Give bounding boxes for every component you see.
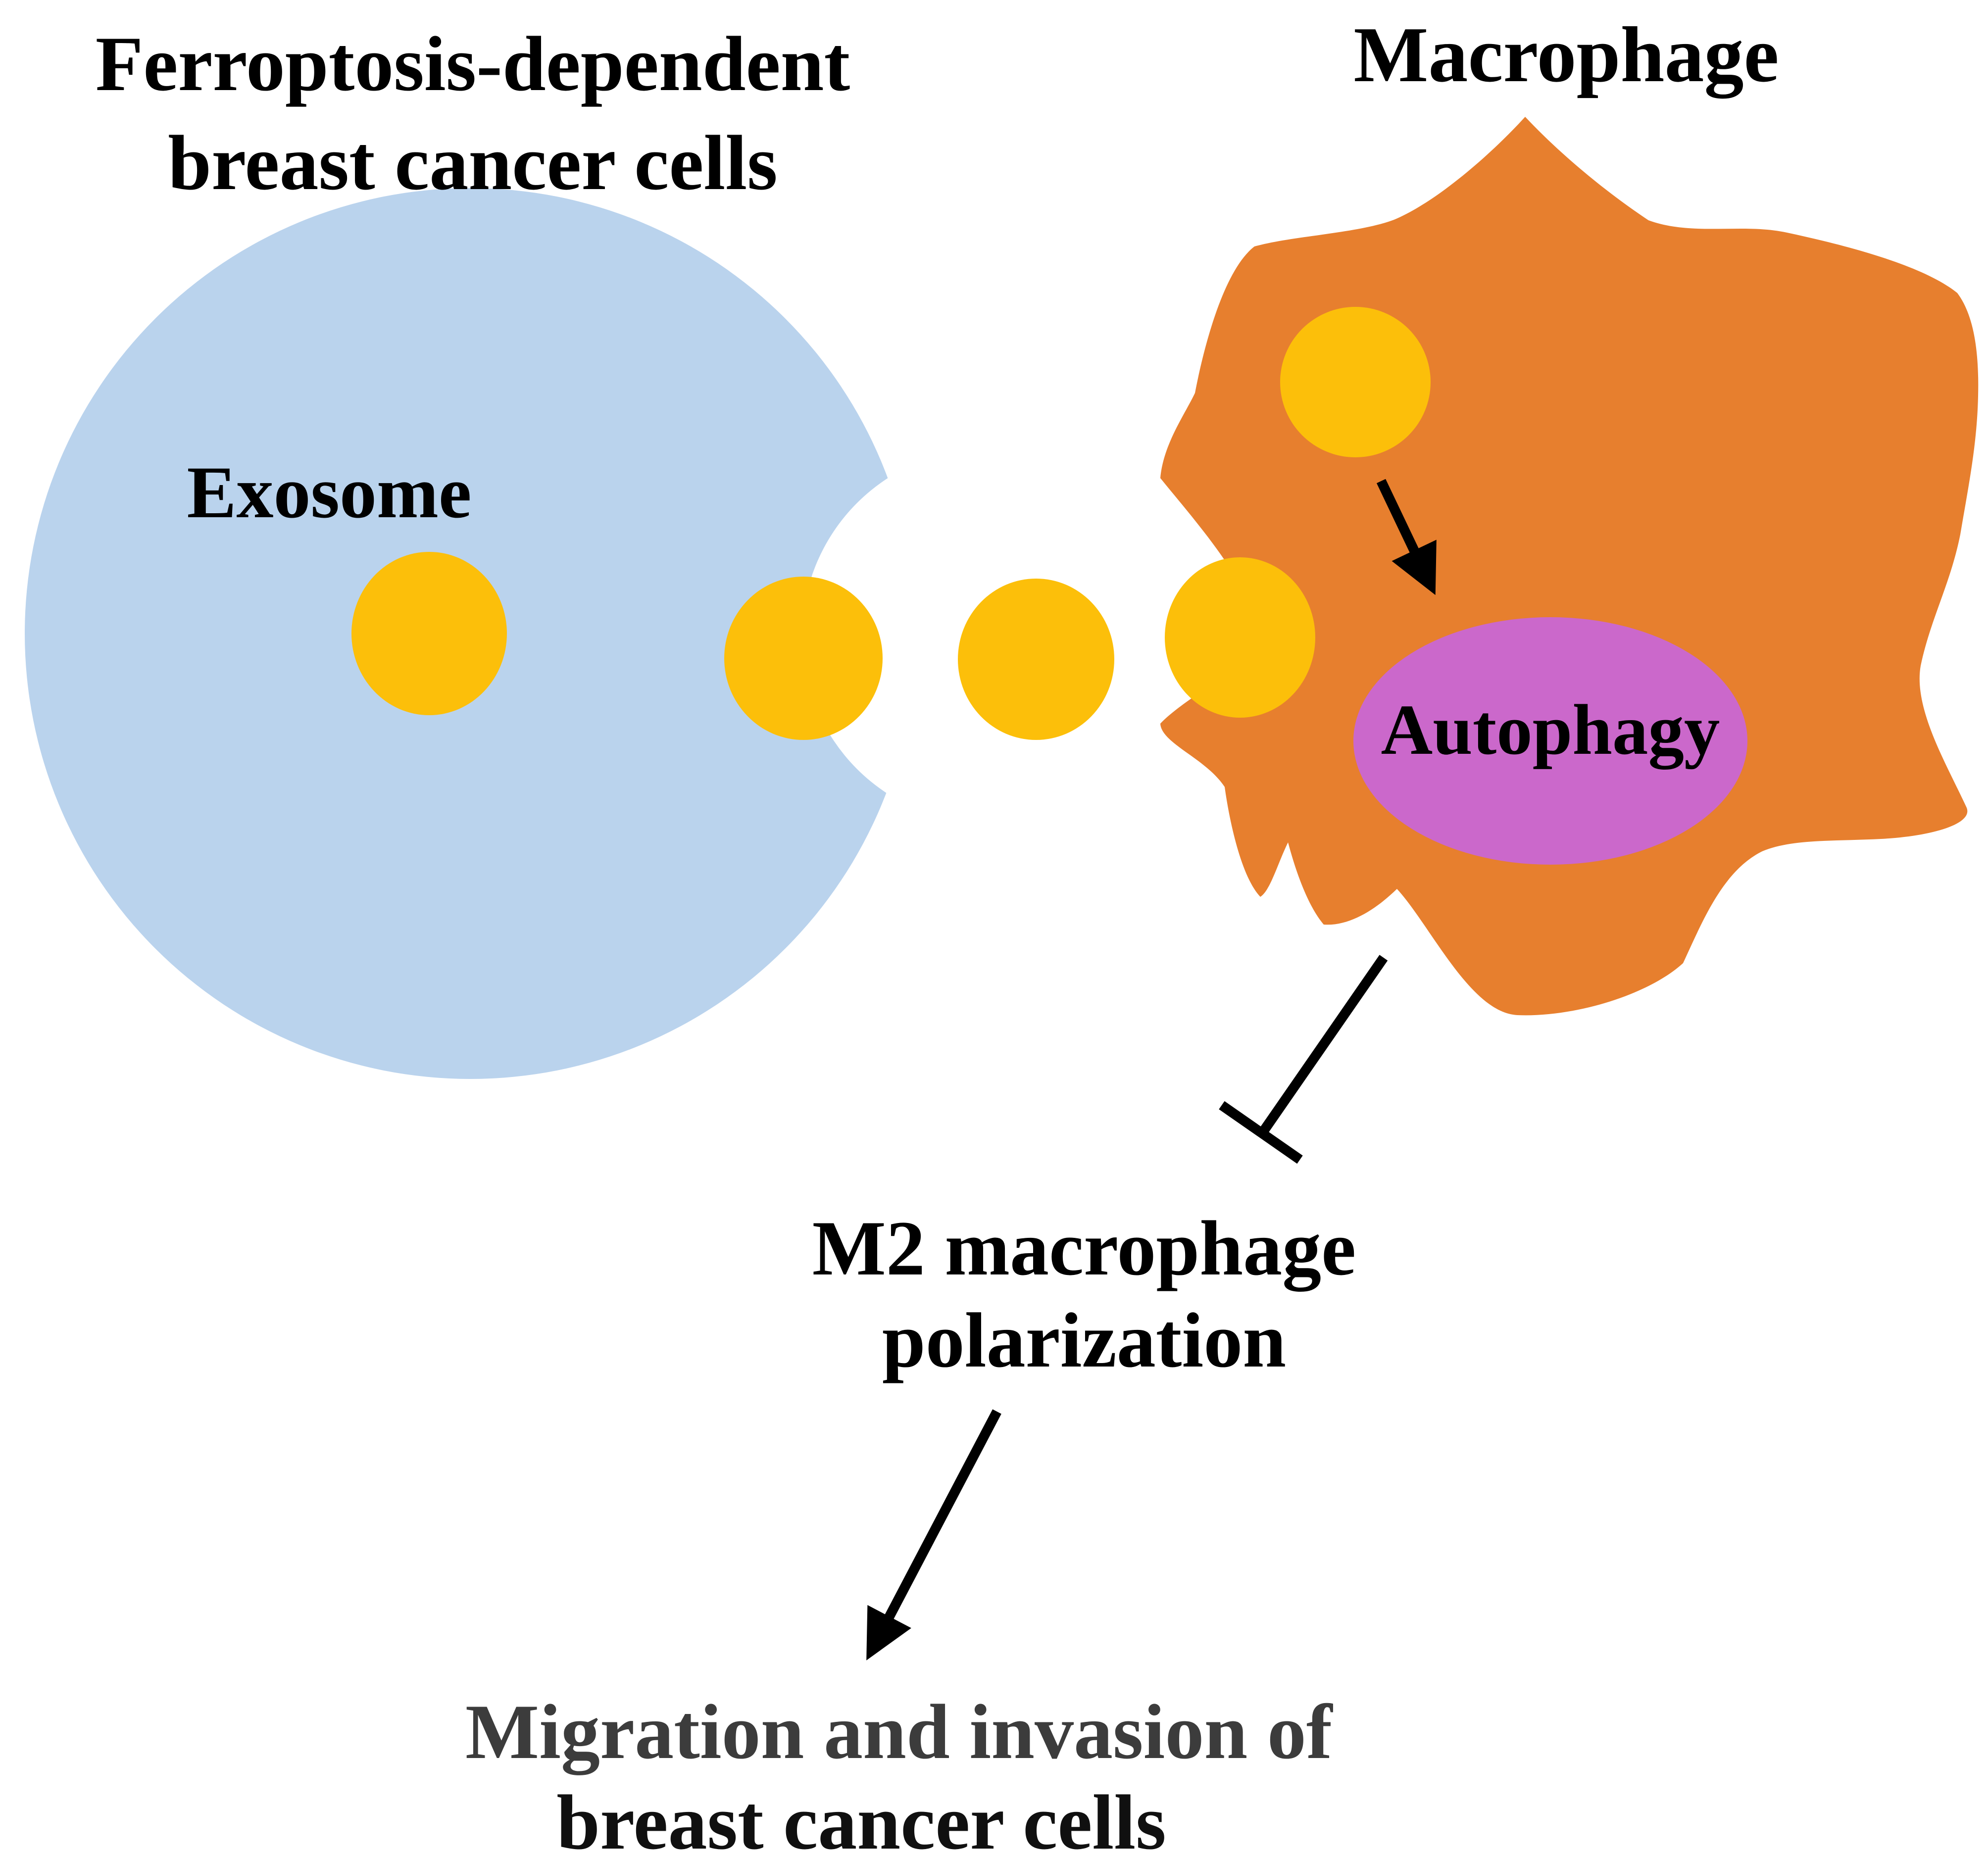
exosome-vesicle-2	[724, 577, 883, 740]
promotion-arrow	[866, 1409, 1001, 1661]
exosome-vesicle-5	[1280, 307, 1431, 457]
outcome-label-line-2: breast cancer cells	[556, 1779, 1166, 1858]
exosome-vesicle-4	[1165, 557, 1315, 718]
macrophage-title: Macrophage	[1170, 7, 1962, 102]
inhibition-bar-line	[1259, 955, 1388, 1134]
autophagy-label: Autophagy	[1253, 687, 1847, 773]
exosome-label-text: Exosome	[187, 451, 472, 534]
autophagy-label-text: Autophagy	[1381, 690, 1720, 770]
m2-polarization-label: M2 macrophage polarization	[688, 1203, 1480, 1387]
outcome-label-line-1: Migration and invasion of	[465, 1689, 1333, 1775]
m2-polarization-label-line-2: polarization	[882, 1297, 1287, 1384]
cancer-cell-title-line-2: breast cancer cells	[168, 120, 778, 206]
inhibition-bar-crossbar	[1219, 1101, 1303, 1164]
autophagy-vesicle	[1353, 617, 1747, 865]
macrophage-title-text: Macrophage	[1353, 10, 1779, 98]
cancer-cell-title: Ferroptosis-dependent breast cancer cell…	[27, 15, 918, 213]
cancer-cell-title-line-1: Ferroptosis-dependent	[95, 21, 850, 107]
exosome-label: Exosome	[131, 448, 527, 537]
exosome-vesicle-1	[351, 552, 507, 715]
m2-polarization-label-line-1: M2 macrophage	[812, 1205, 1356, 1292]
exosome-vesicle-3	[958, 579, 1114, 740]
macrophage-shape	[1160, 117, 1979, 1016]
outcome-label: Migration and invasion of breast cancer …	[465, 1687, 1333, 1858]
uptake-arrow	[1376, 479, 1437, 595]
